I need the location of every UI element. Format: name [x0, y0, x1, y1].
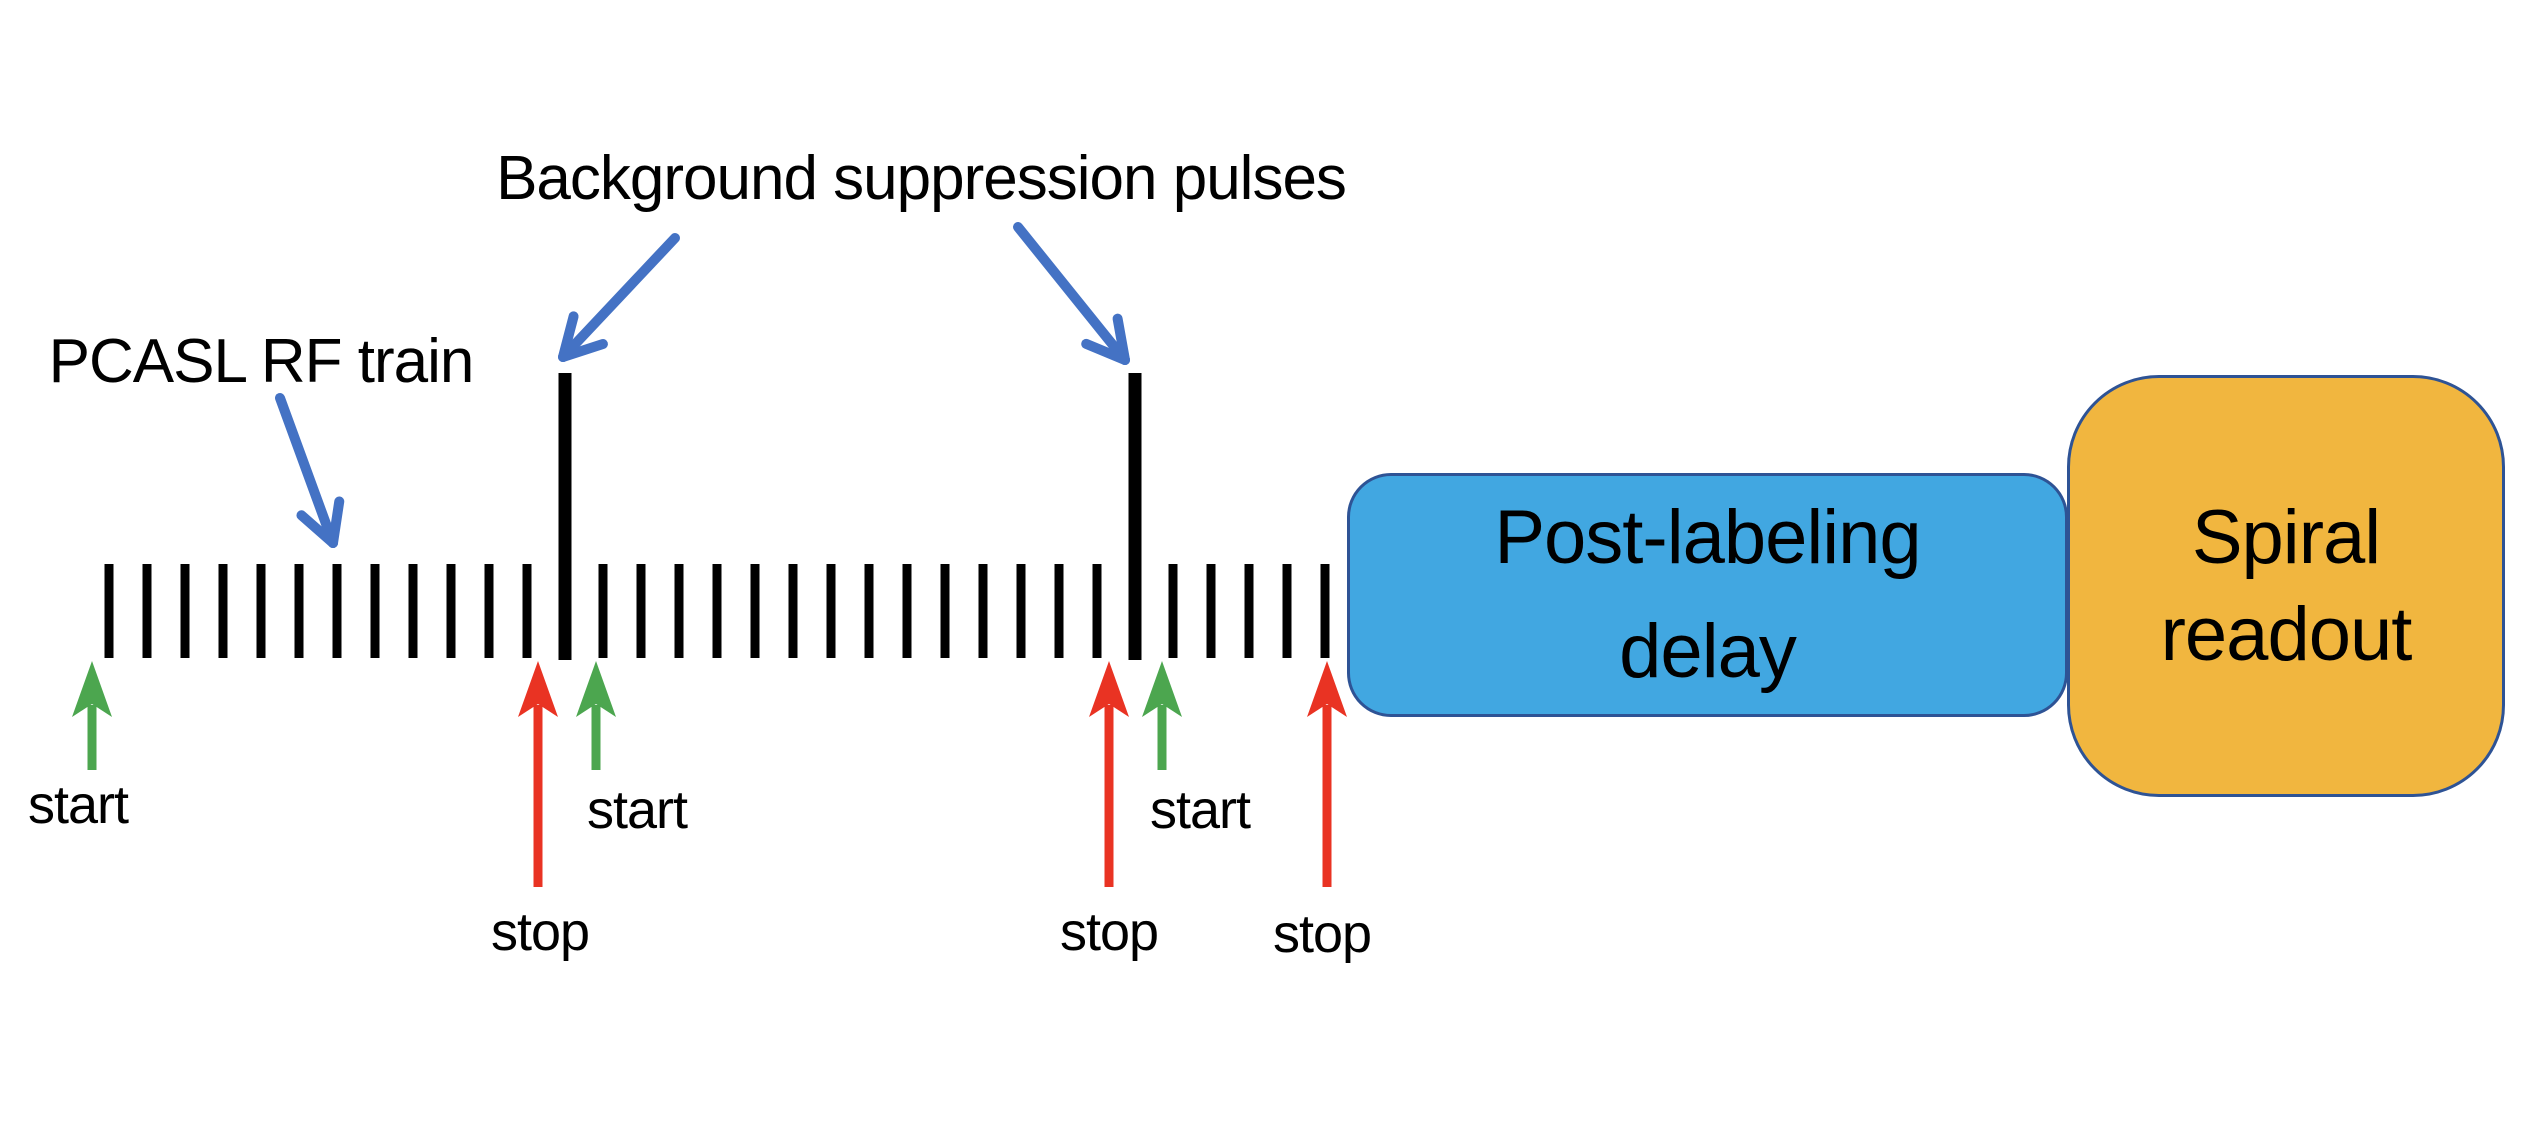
start-arrow-head — [72, 661, 112, 717]
callout-arrow-shaft — [1013, 222, 1130, 365]
rf-pulse — [598, 564, 608, 658]
rf-pulse — [712, 564, 722, 658]
callout-arrow-barb — [1112, 313, 1130, 365]
rf-pulse — [788, 564, 798, 658]
rf-pulse — [180, 564, 190, 658]
callout-arrow-barb — [558, 338, 608, 362]
rf-pulse — [484, 564, 494, 658]
rf-pulse — [1206, 564, 1216, 658]
start-label-2: start — [586, 780, 688, 840]
start-arrow-head — [576, 661, 616, 717]
stop-label-2: stop — [1059, 902, 1159, 962]
background-suppression-label: Background suppression pulses — [496, 144, 1347, 213]
rf-pulse — [104, 564, 114, 658]
rf-pulse — [218, 564, 228, 658]
callout-arrow-barb — [1081, 338, 1130, 365]
stop-label-3: stop — [1272, 904, 1372, 964]
rf-pulse — [408, 564, 418, 658]
box-text-line: Spiral — [2191, 494, 2381, 580]
rf-pulse — [256, 564, 266, 658]
rf-pulse — [902, 564, 912, 658]
rf-pulse — [332, 564, 342, 658]
start-label-3: start — [1149, 780, 1251, 840]
background-suppression-pulse — [1128, 373, 1142, 660]
callout-arrow-barb — [296, 510, 338, 548]
rf-pulse — [826, 564, 836, 658]
stop-label-1: stop — [490, 902, 590, 962]
rf-pulse — [1092, 564, 1102, 658]
callout-arrow-shaft — [558, 233, 680, 362]
callout-arrow-shaft — [275, 393, 338, 548]
rf-pulse — [446, 564, 456, 658]
rf-pulse — [1282, 564, 1292, 658]
start-arrow-head — [1142, 661, 1182, 717]
rf-pulse — [636, 564, 646, 658]
stop-arrow-head — [1307, 661, 1347, 717]
spiral-readout-box: Spiral readout — [2067, 375, 2505, 797]
stop-arrow-head — [1089, 661, 1129, 717]
post-labeling-delay-box: Post-labeling delay — [1347, 473, 2068, 717]
pcasl-rf-train-label: PCASL RF train — [48, 327, 475, 396]
rf-pulse — [370, 564, 380, 658]
box-text-line: delay — [1619, 609, 1797, 694]
box-text-line: Post-labeling — [1494, 495, 1921, 580]
rf-pulse — [142, 564, 152, 658]
rf-pulse — [750, 564, 760, 658]
start-label-1: start — [27, 775, 129, 835]
rf-pulse — [674, 564, 684, 658]
rf-pulse — [1244, 564, 1254, 658]
stop-arrow-head — [518, 661, 558, 717]
rf-pulse — [294, 564, 304, 658]
rf-pulse — [940, 564, 950, 658]
background-suppression-pulse — [558, 373, 572, 660]
rf-pulse — [522, 564, 532, 658]
rf-pulse — [1054, 564, 1064, 658]
rf-pulse — [864, 564, 874, 658]
rf-pulse — [978, 564, 988, 658]
callout-arrow-barb — [558, 311, 579, 362]
callout-arrow-barb — [328, 496, 345, 548]
rf-pulse — [1320, 564, 1330, 658]
rf-pulse — [1016, 564, 1026, 658]
rf-pulse — [1168, 564, 1178, 658]
box-text-line: readout — [2160, 592, 2413, 677]
